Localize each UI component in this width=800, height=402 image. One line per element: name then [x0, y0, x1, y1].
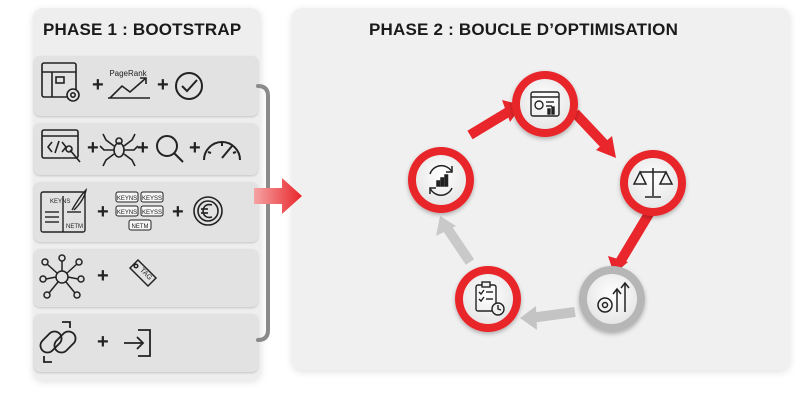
magnifier-icon: [156, 135, 184, 163]
pagerank-label: PageRank: [109, 69, 147, 78]
keyword-tag: NETM: [132, 224, 149, 230]
keyword-tags-icon: [115, 191, 164, 231]
site-architecture-gear-icon: [41, 62, 80, 102]
spider-crawler-icon: [99, 133, 139, 167]
content-writing-book-icon: [40, 187, 88, 233]
cycle-node-growth: [579, 266, 645, 332]
phase-transition-arrow: [254, 178, 302, 214]
keyword-tag: KEYSS: [142, 210, 162, 216]
network-nodes-icon: [39, 254, 85, 299]
keyword-tag: KEYNS: [117, 196, 137, 202]
arrowhead: [596, 136, 616, 158]
plus-sign: +: [189, 137, 201, 159]
speedometer-icon: [203, 141, 241, 161]
connector-bracket: [256, 84, 270, 342]
plus-sign: +: [92, 74, 104, 96]
plus-sign: +: [97, 331, 109, 353]
plus-sign: +: [97, 201, 109, 223]
phase2-title: PHASE 2 : BOUCLE D’OPTIMISATION: [369, 20, 679, 39]
gear-growth-arrows-icon: [597, 281, 630, 313]
arrowhead: [436, 216, 456, 236]
cycle-node-dashboard: [512, 71, 578, 137]
book-tag-1: KEYNS: [50, 199, 70, 205]
keyword-tag: KEYNS: [117, 210, 137, 216]
keyword-tag: KEYSS: [142, 196, 162, 202]
plus-sign: +: [172, 201, 184, 223]
refresh-chart-icon: [429, 164, 453, 196]
phase1-title: PHASE 1 : BOOTSTRAP: [43, 20, 242, 39]
plus-sign: +: [137, 137, 149, 159]
plus-sign: +: [87, 137, 99, 159]
pagerank-graph-icon: [108, 77, 150, 99]
euro-coin-icon: [193, 196, 223, 226]
balance-scale-icon: [632, 168, 674, 198]
arrowhead: [520, 306, 537, 330]
book-tag-2: NETM: [66, 224, 83, 230]
cycle-arrows: [436, 100, 655, 330]
login-arrow-icon: [124, 329, 151, 357]
plus-sign: +: [157, 74, 169, 96]
phase1-row-5: [34, 314, 258, 372]
tag-icon: [128, 258, 158, 288]
dashboard-analytics-icon: [530, 91, 560, 117]
phase2-panel: [292, 8, 790, 370]
check-circle-icon: [175, 72, 203, 100]
code-tools-icon: [41, 129, 81, 163]
plus-sign: +: [97, 265, 109, 287]
checklist-clock-icon: [475, 281, 505, 316]
link-chain-icon: [39, 321, 77, 363]
phase1-row-1: [34, 56, 258, 116]
